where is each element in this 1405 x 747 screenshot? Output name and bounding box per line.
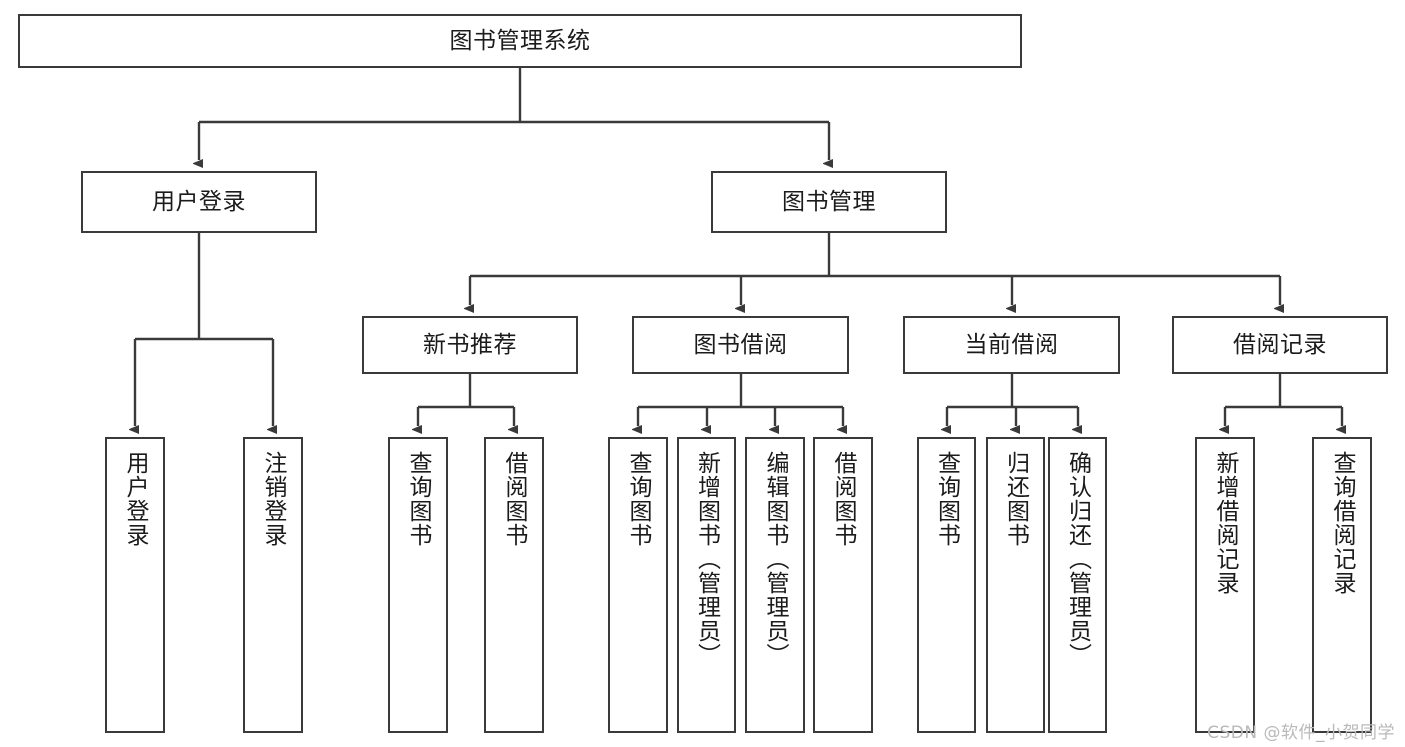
node-leaf-borrow-book-2-label: 借阅图书	[830, 451, 857, 547]
node-user-login-label: 用户登录	[152, 188, 246, 215]
node-user-login[interactable]: 用户登录	[81, 171, 317, 233]
node-book-manage-label: 图书管理	[782, 188, 876, 215]
node-leaf-return-book[interactable]: 归还图书	[986, 437, 1045, 733]
node-leaf-query-book-2-label: 查询图书	[625, 451, 652, 547]
node-leaf-borrow-book-2[interactable]: 借阅图书	[813, 437, 873, 733]
node-leaf-add-book[interactable]: 新增图书（管理员）	[677, 437, 736, 733]
node-leaf-confirm-return-label: 确认归还（管理员）	[1064, 451, 1091, 667]
node-leaf-edit-book[interactable]: 编辑图书（管理员）	[745, 437, 805, 733]
node-leaf-edit-book-label: 编辑图书（管理员）	[762, 451, 789, 667]
node-leaf-query-record-label: 查询借阅记录	[1329, 451, 1356, 595]
node-borrow-record-label: 借阅记录	[1233, 331, 1327, 358]
node-leaf-borrow-book-1-label: 借阅图书	[501, 451, 528, 547]
node-leaf-user-login[interactable]: 用户登录	[105, 437, 165, 733]
node-leaf-user-login-label: 用户登录	[122, 451, 149, 547]
watermark: CSDN @软件_小贺同学	[1207, 723, 1395, 743]
node-new-book-recommend[interactable]: 新书推荐	[362, 316, 578, 374]
node-leaf-query-book-3[interactable]: 查询图书	[917, 437, 976, 733]
node-leaf-query-book-1[interactable]: 查询图书	[388, 437, 448, 733]
node-leaf-user-logout-label: 注销登录	[260, 451, 287, 547]
node-leaf-add-record[interactable]: 新增借阅记录	[1195, 437, 1255, 733]
node-root[interactable]: 图书管理系统	[18, 14, 1022, 68]
node-leaf-query-book-2[interactable]: 查询图书	[608, 437, 668, 733]
node-leaf-confirm-return[interactable]: 确认归还（管理员）	[1048, 437, 1107, 733]
node-leaf-add-book-label: 新增图书（管理员）	[693, 451, 720, 667]
node-current-borrow[interactable]: 当前借阅	[903, 316, 1120, 374]
node-leaf-query-record[interactable]: 查询借阅记录	[1312, 437, 1372, 733]
node-book-borrow-label: 图书借阅	[693, 331, 788, 358]
node-root-label: 图书管理系统	[449, 27, 591, 54]
node-book-borrow[interactable]: 图书借阅	[632, 316, 849, 374]
node-book-manage[interactable]: 图书管理	[711, 171, 947, 233]
node-current-borrow-label: 当前借阅	[964, 331, 1059, 358]
node-new-book-recommend-label: 新书推荐	[423, 331, 517, 358]
node-leaf-query-book-1-label: 查询图书	[405, 451, 432, 547]
node-leaf-user-logout[interactable]: 注销登录	[243, 437, 303, 733]
node-leaf-return-book-label: 归还图书	[1002, 451, 1029, 547]
node-leaf-query-book-3-label: 查询图书	[933, 451, 960, 547]
node-leaf-borrow-book-1[interactable]: 借阅图书	[484, 437, 544, 733]
node-leaf-add-record-label: 新增借阅记录	[1212, 451, 1239, 595]
node-borrow-record[interactable]: 借阅记录	[1172, 316, 1388, 374]
